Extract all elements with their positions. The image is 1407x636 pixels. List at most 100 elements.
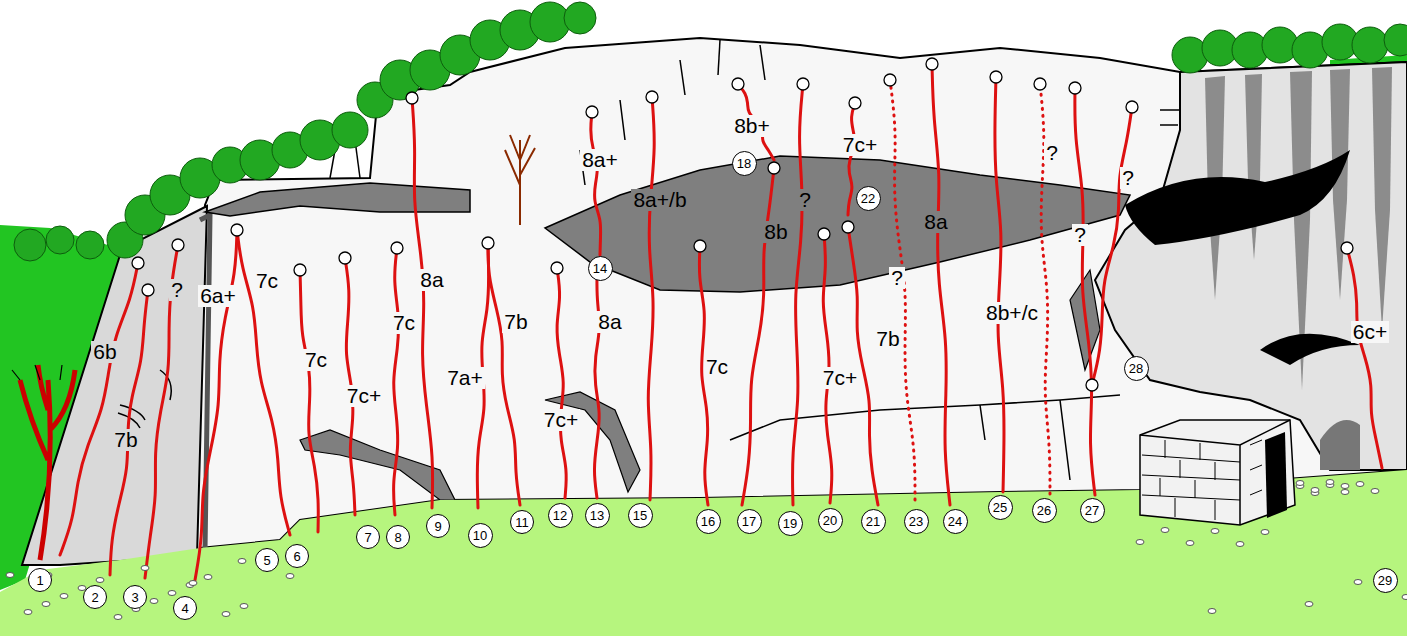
grade-label: 8a+ — [580, 149, 620, 171]
flakes — [300, 270, 1100, 500]
pebble — [1186, 541, 1194, 546]
route-number: 3 — [123, 585, 147, 609]
route-line — [995, 77, 1004, 492]
bush — [1384, 24, 1407, 56]
route-line — [488, 243, 520, 505]
route-number: 16 — [696, 509, 721, 534]
anchor — [646, 91, 658, 103]
route-number-text: 16 — [701, 515, 715, 528]
anchor — [797, 78, 809, 90]
anchor — [884, 74, 896, 86]
route-number-text: 27 — [1085, 504, 1099, 517]
upper-ledge — [205, 183, 470, 216]
pebble — [1311, 488, 1319, 493]
route-number-text: 8 — [394, 531, 401, 544]
pebble — [1208, 609, 1216, 614]
pebble — [150, 599, 158, 604]
route-number: 1 — [28, 568, 52, 592]
route-number: 23 — [904, 509, 929, 534]
cave-wall — [1095, 62, 1407, 470]
route-number: 2 — [83, 585, 107, 609]
grade-label: 7c — [254, 270, 280, 292]
route-number-text: 10 — [473, 529, 487, 542]
pebble — [114, 615, 122, 620]
route-line — [932, 64, 950, 505]
pebble — [1261, 530, 1269, 535]
route-number-text: 2 — [91, 591, 98, 604]
grade-label: 7b — [112, 429, 139, 451]
anchor — [990, 71, 1002, 83]
route-number: 14 — [588, 256, 613, 281]
route-number: 29 — [1373, 568, 1398, 593]
route-number-text: 7 — [364, 531, 371, 544]
pebble — [42, 602, 50, 607]
route-number-text: 11 — [515, 516, 529, 529]
grade-label: ? — [1120, 167, 1136, 189]
anchor — [172, 239, 184, 251]
pebble — [6, 573, 14, 578]
route-number-text: 26 — [1037, 504, 1051, 517]
route-line — [594, 272, 599, 498]
anchor — [339, 252, 351, 264]
bush — [76, 231, 104, 259]
route-number-text: 9 — [434, 520, 441, 533]
anchor — [132, 257, 144, 269]
route-number-text: 29 — [1378, 574, 1392, 587]
grade-label: 8a — [596, 311, 623, 333]
bush — [46, 226, 74, 254]
anchor — [926, 58, 938, 70]
pebble — [222, 612, 230, 617]
pebble — [1402, 595, 1407, 600]
pebble — [1326, 480, 1334, 485]
grade-label: 7b — [502, 311, 529, 333]
anchor — [1034, 78, 1046, 90]
anchor — [482, 237, 494, 249]
anchor — [551, 262, 563, 274]
anchor — [1126, 101, 1138, 113]
pebble — [1341, 484, 1349, 489]
route-line — [110, 290, 148, 575]
anchor — [818, 228, 830, 240]
route-number-text: 13 — [590, 509, 604, 522]
pebble — [1305, 602, 1313, 607]
grade-label: 6b — [91, 341, 118, 363]
anchor — [849, 97, 861, 109]
grade-label: ? — [1072, 224, 1088, 246]
route-line — [1092, 107, 1132, 385]
route-number: 10 — [468, 523, 493, 548]
route-number: 17 — [737, 509, 762, 534]
route-number: 22 — [856, 186, 881, 211]
route-line — [237, 230, 290, 535]
route-number: 27 — [1080, 498, 1105, 523]
route-number-text: 15 — [633, 509, 647, 522]
cave-hole — [1320, 420, 1360, 470]
anchor — [586, 106, 598, 118]
dark-band — [545, 156, 1130, 292]
anchor — [1086, 379, 1098, 391]
route-number: 8 — [386, 525, 410, 549]
route-line — [394, 248, 399, 515]
route-number: 28 — [1124, 356, 1149, 381]
route-line — [300, 270, 318, 532]
anchor — [842, 221, 854, 233]
route-line — [742, 168, 774, 505]
route-number-text: 6 — [293, 550, 300, 563]
pebble — [1236, 542, 1244, 547]
band-tree — [505, 135, 535, 225]
route-number: 15 — [628, 503, 653, 528]
route-number: 25 — [988, 495, 1013, 520]
route-line — [60, 263, 138, 555]
anchor — [1341, 242, 1353, 254]
rock-wall — [195, 38, 1407, 555]
grade-label: ? — [797, 189, 813, 211]
bushes — [14, 2, 1407, 261]
left-tree — [12, 365, 75, 560]
anchor — [1069, 82, 1081, 94]
route-number-text: 19 — [783, 517, 797, 530]
anchors — [132, 58, 1353, 391]
pebble — [60, 594, 68, 599]
bush — [332, 112, 368, 148]
anchor — [732, 78, 744, 90]
